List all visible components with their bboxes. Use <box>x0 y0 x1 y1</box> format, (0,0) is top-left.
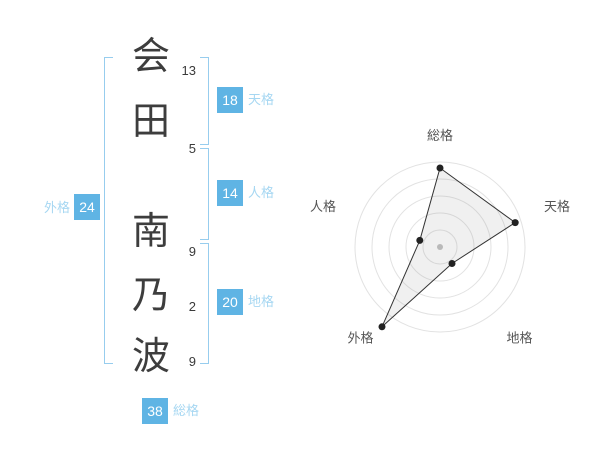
jinkaku-label: 人格 <box>248 185 275 200</box>
stroke-count: 9 <box>188 244 196 259</box>
radar-axis-label: 外格 <box>347 330 373 345</box>
soukaku-label: 総格 <box>173 403 200 418</box>
stroke-count: 13 <box>181 63 196 78</box>
radar-axis-label: 総格 <box>427 128 453 143</box>
radar-data-point <box>448 260 456 267</box>
stroke-count: 9 <box>188 354 196 369</box>
chikaku-bracket <box>200 243 209 364</box>
radar-center-dot <box>437 244 443 250</box>
radar-grid-ring <box>354 161 526 333</box>
gaikaku-value-box: 24 <box>74 194 100 220</box>
radar-axis-label: 地格 <box>507 330 533 345</box>
gaikaku-label: 外格 <box>44 200 71 215</box>
radar-axis-label: 天格 <box>544 199 570 214</box>
chikaku-value-box: 20 <box>217 289 243 315</box>
chikaku-label: 地格 <box>248 294 275 309</box>
jinkaku-value-box: 14 <box>217 180 243 206</box>
radar-data-point <box>511 219 519 227</box>
name-character: 会 <box>131 36 170 78</box>
radar-data-point <box>436 164 444 172</box>
gaikaku-bracket <box>104 57 113 364</box>
radar-data-polygon <box>381 167 517 328</box>
radar-grid-ring <box>422 229 458 265</box>
stroke-count: 5 <box>188 141 196 156</box>
tenkaku-bracket <box>200 57 209 145</box>
stroke-count: 2 <box>188 299 196 314</box>
name-character: 乃 <box>131 275 170 317</box>
radar-data-point <box>378 323 386 331</box>
name-character: 南 <box>131 211 170 253</box>
tenkaku-value-box: 18 <box>217 87 243 113</box>
soukaku-value-box: 38 <box>142 398 168 424</box>
radar-grid-ring <box>405 212 475 282</box>
radar-panel: 総格天格地格 外格 人格 <box>290 97 590 397</box>
tenkaku-label: 天格 <box>248 92 275 107</box>
radar-grid-ring <box>371 178 509 316</box>
jinkaku-bracket <box>200 148 209 240</box>
name-character: 田 <box>131 101 170 143</box>
name-character: 波 <box>131 336 170 378</box>
radar-grid-ring <box>388 195 492 299</box>
radar-axis-label: 人格 <box>310 199 336 214</box>
radar-data-point <box>416 236 424 244</box>
